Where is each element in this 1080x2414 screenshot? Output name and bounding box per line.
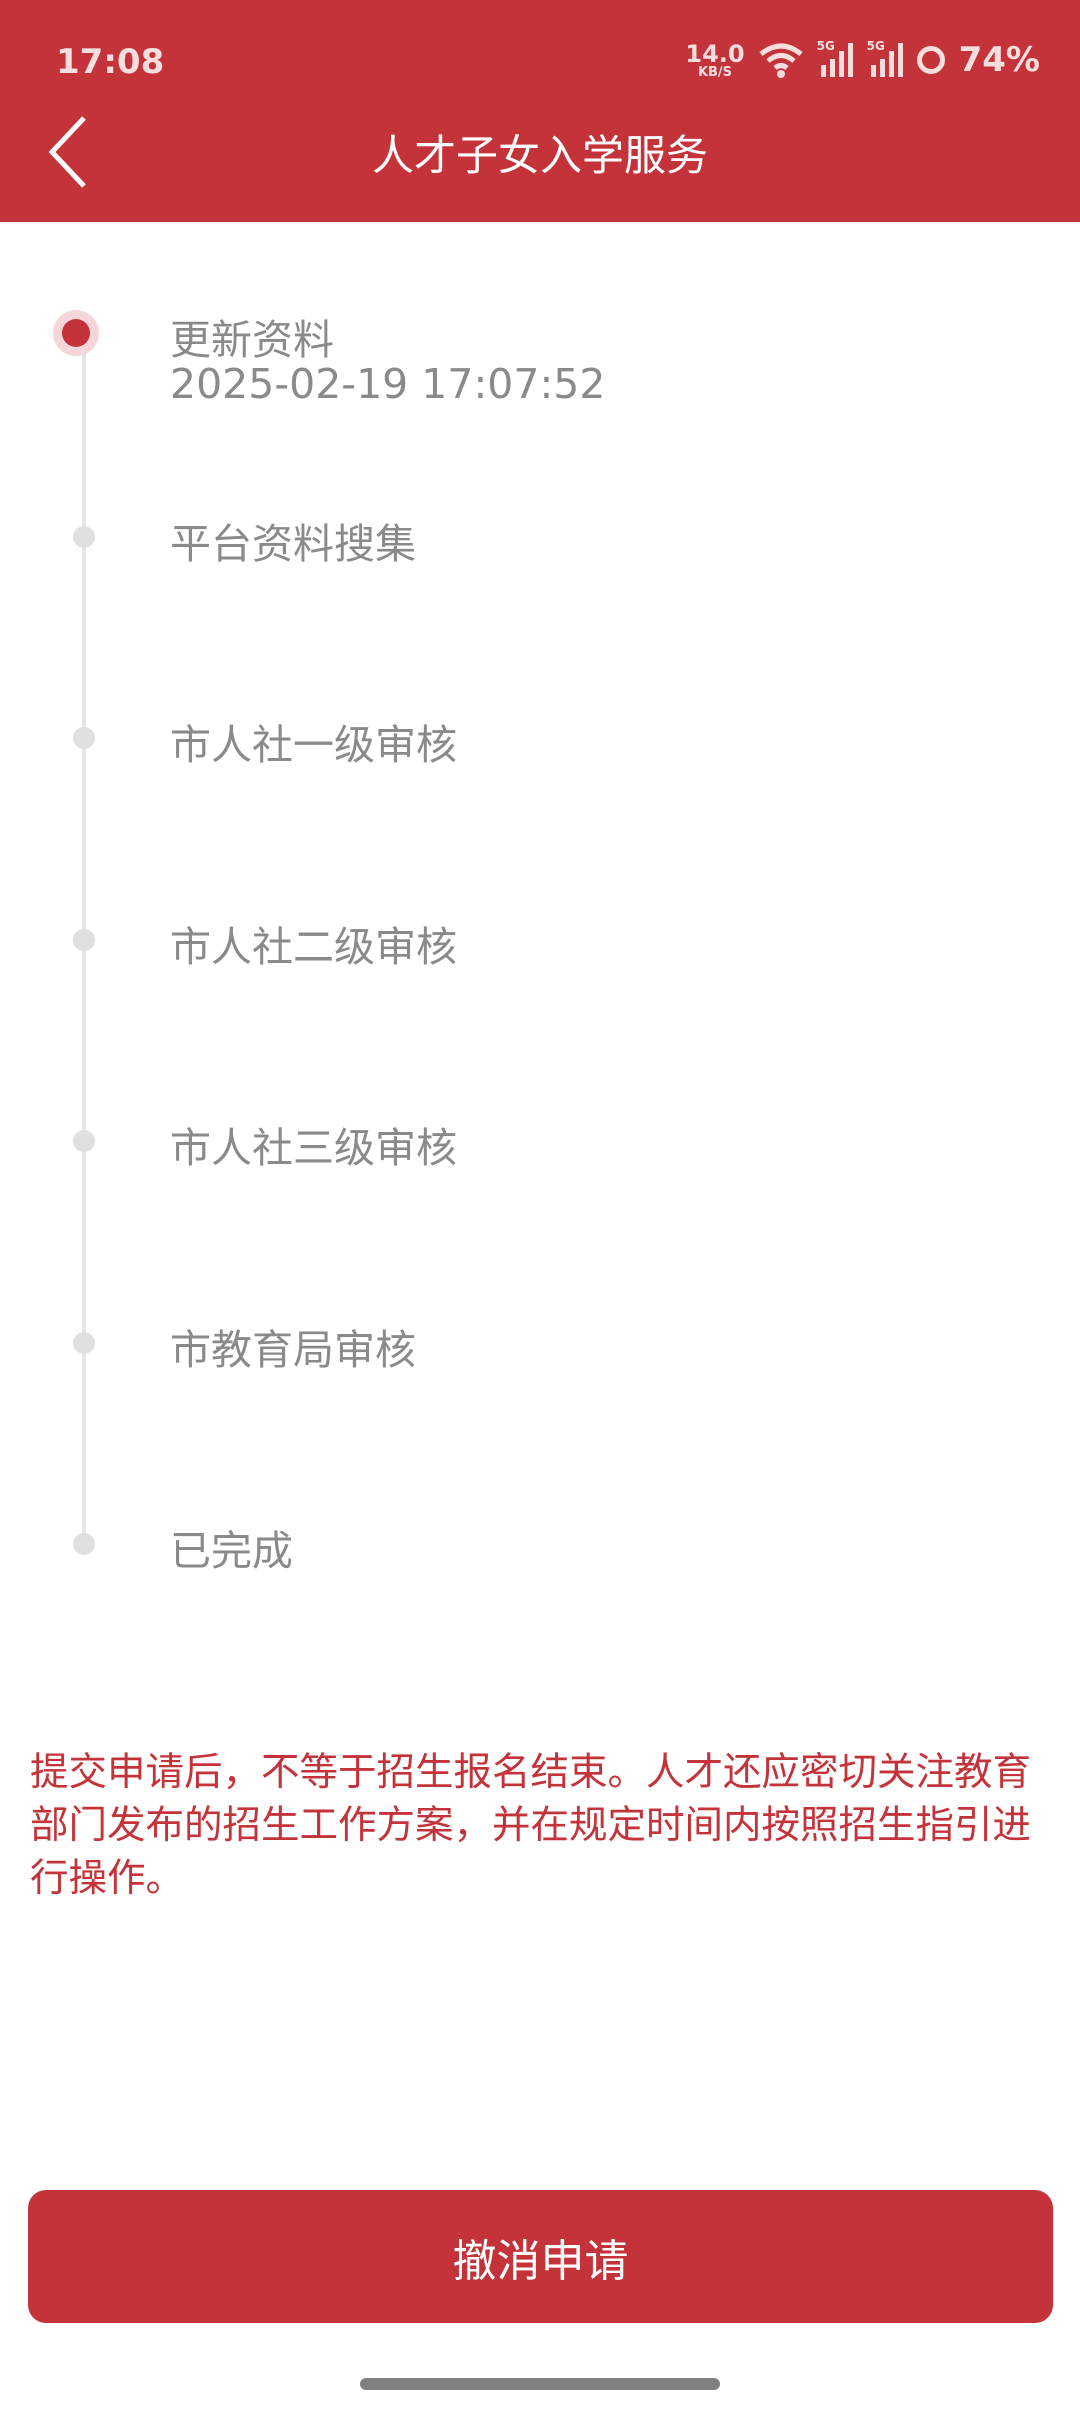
back-button[interactable] bbox=[40, 112, 100, 192]
status-time: 17:08 bbox=[56, 42, 165, 82]
step-dot bbox=[73, 526, 95, 548]
step-label: 市人社二级审核 bbox=[170, 923, 457, 971]
wifi-icon bbox=[759, 43, 803, 78]
page-title: 人才子女入学服务 bbox=[371, 131, 708, 180]
step-dot bbox=[73, 1533, 95, 1555]
network-speed: 14.0 KB/S bbox=[685, 39, 745, 80]
signal-icon-sim1: 5G bbox=[817, 39, 853, 77]
battery-icon bbox=[916, 46, 945, 74]
battery-level: 74% bbox=[958, 40, 1040, 80]
step-dot bbox=[73, 929, 95, 951]
active-step-dot bbox=[62, 319, 90, 347]
status-icons: 14.0 KB/S 5G 5G 74% bbox=[685, 39, 1040, 80]
step-label: 已完成 bbox=[170, 1527, 293, 1575]
step-dot bbox=[73, 1332, 95, 1354]
step-time: 2025-02-19 17:07:52 bbox=[170, 360, 606, 408]
home-indicator[interactable] bbox=[360, 2378, 720, 2390]
cancel-application-button[interactable]: 撤消申请 bbox=[28, 2190, 1053, 2323]
chevron-left-icon bbox=[48, 116, 86, 188]
signal-icon-sim2: 5G bbox=[867, 39, 903, 77]
step-label: 市人社一级审核 bbox=[170, 721, 457, 769]
notice-text: 提交申请后，不等于招生报名结束。人才还应密切关注教育部门发布的招生工作方案，并在… bbox=[30, 1750, 1032, 1901]
step-label: 市人社三级审核 bbox=[170, 1124, 457, 1172]
step-dot bbox=[73, 1130, 95, 1152]
app-header: 17:08 14.0 KB/S 5G 5G 74% 人才子女入学服务 bbox=[0, 0, 1080, 222]
step-label: 更新资料 bbox=[170, 316, 334, 364]
step-label: 市教育局审核 bbox=[170, 1326, 416, 1374]
step-label: 平台资料搜集 bbox=[170, 520, 416, 568]
step-dot bbox=[73, 727, 95, 749]
